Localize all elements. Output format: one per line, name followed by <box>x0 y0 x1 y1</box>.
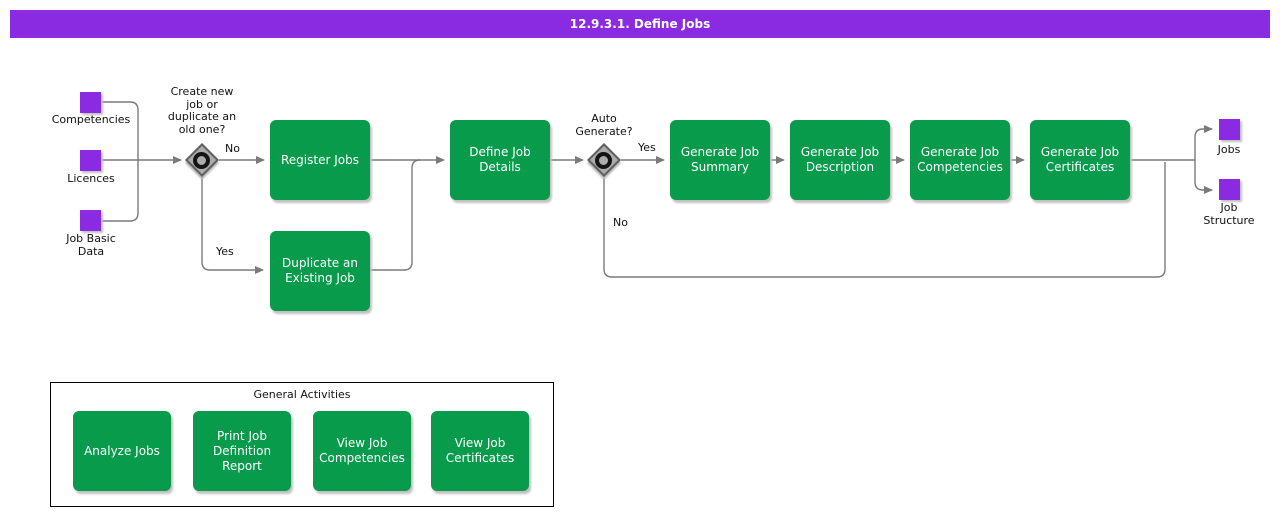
activity-view-job-competencies[interactable]: View Job Competencies <box>313 411 411 491</box>
activity-generate-job-certificates[interactable]: Generate Job Certificates <box>1030 120 1130 200</box>
activity-duplicate-existing-job[interactable]: Duplicate an Existing Job <box>270 231 370 311</box>
input-square-job-basic-data[interactable] <box>80 210 101 231</box>
connector-split-to-jobstructure <box>1194 160 1213 194</box>
input-square-licences[interactable] <box>80 150 101 171</box>
output-square-job-structure[interactable] <box>1219 179 1240 200</box>
activity-generate-job-competencies[interactable]: Generate Job Competencies <box>910 120 1010 200</box>
input-label-job-basic-data: Job Basic Data <box>66 232 116 258</box>
activity-generate-job-summary[interactable]: Generate Job Summary <box>670 120 770 200</box>
general-activities-title: General Activities <box>253 388 351 401</box>
connector-jobbasicdata-join <box>102 160 139 222</box>
activity-view-job-certificates[interactable]: View Job Certificates <box>431 411 529 491</box>
gateway-circle-icon <box>193 152 210 169</box>
activity-analyze-jobs[interactable]: Analyze Jobs <box>73 411 171 491</box>
gateway-circle-icon <box>595 152 612 169</box>
output-label-jobs: Jobs <box>1217 143 1241 156</box>
connector-duplicate-merge <box>370 159 421 271</box>
activity-print-job-definition-report[interactable]: Print Job Definition Report <box>193 411 291 491</box>
input-square-competencies[interactable] <box>80 92 101 113</box>
input-label-licences: Licences <box>67 172 115 185</box>
output-square-jobs[interactable] <box>1219 119 1240 140</box>
edge-label-no-2: No <box>613 216 628 229</box>
activity-generate-job-description[interactable]: Generate Job Description <box>790 120 890 200</box>
gateway2-question-label: Auto Generate? <box>575 112 633 138</box>
activity-define-job-details[interactable]: Define Job Details <box>450 120 550 200</box>
edge-label-no-1: No <box>225 142 240 155</box>
edge-label-yes-2: Yes <box>638 141 656 154</box>
general-activities-panel: General Activities Analyze Jobs Print Jo… <box>50 382 554 507</box>
title-bar: 12.9.3.1. Define Jobs <box>10 10 1270 38</box>
edge-label-yes-1: Yes <box>216 245 234 258</box>
gateway1-question-label: Create new job or duplicate an old one? <box>167 85 237 136</box>
input-label-competencies: Competencies <box>51 113 131 126</box>
output-label-job-structure: Job Structure <box>1203 201 1255 227</box>
connector-competencies-join <box>102 101 139 160</box>
activity-register-jobs[interactable]: Register Jobs <box>270 120 370 200</box>
